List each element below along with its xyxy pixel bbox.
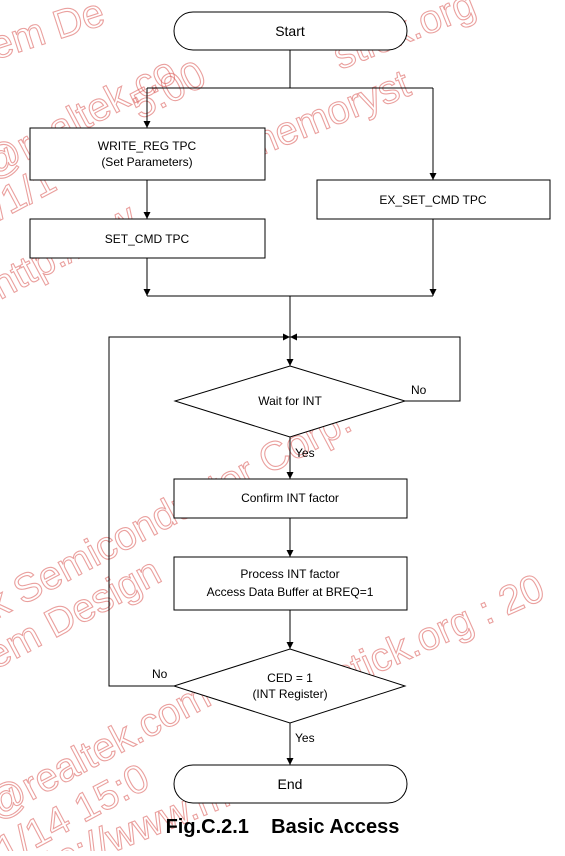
wait-no-label: No (411, 383, 427, 397)
set-cmd-box: SET_CMD TPC (29, 218, 266, 259)
wait-yes-label: Yes (295, 446, 315, 460)
connector-no-loop-wait (290, 333, 461, 402)
ced-no-label: No (152, 667, 168, 681)
ced-sublabel: (INT Register) (252, 687, 327, 701)
wait-int-decision: Wait for INT (173, 365, 407, 438)
set-cmd-label: SET_CMD TPC (105, 232, 190, 246)
ced-label: CED = 1 (267, 671, 313, 685)
confirm-box: Confirm INT factor (173, 478, 408, 519)
figure-caption: Fig.C.2.1 Basic Access (165, 816, 400, 838)
ced-decision: CED = 1 (INT Register) (172, 648, 407, 724)
write-reg-sublabel: (Set Parameters) (101, 155, 192, 169)
end-label: End (278, 776, 303, 792)
start-terminal: Start (173, 11, 408, 51)
watermark-text: em De (0, 0, 110, 69)
process-label: Process INT factor (240, 567, 339, 581)
connectors (108, 50, 461, 765)
wait-int-label: Wait for INT (258, 394, 322, 408)
process-sublabel: Access Data Buffer at BREQ=1 (207, 585, 374, 599)
connector-no-loop-ced (108, 333, 290, 687)
write-reg-label: WRITE_REG TPC (98, 139, 197, 153)
ex-set-cmd-box: EX_SET_CMD TPC (316, 179, 551, 220)
process-box: Process INT factor Access Data Buffer at… (173, 556, 408, 611)
end-terminal: End (173, 764, 408, 804)
write-reg-box: WRITE_REG TPC (Set Parameters) (29, 127, 266, 181)
ced-yes-label: Yes (295, 731, 315, 745)
confirm-label: Confirm INT factor (241, 491, 339, 505)
start-label: Start (275, 23, 305, 39)
ex-set-cmd-label: EX_SET_CMD TPC (379, 193, 486, 207)
